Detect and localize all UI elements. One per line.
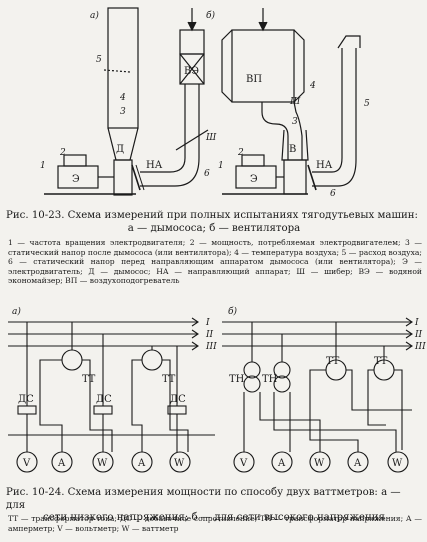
duct-a-outer [140, 84, 186, 173]
label-guide-vane-b: НА [316, 160, 333, 171]
tt-label-2: ТТ [162, 374, 176, 385]
label-motor-a: Э [72, 174, 80, 185]
wattmeter-a-1: W [97, 458, 108, 469]
tt-label-1: ТТ [82, 374, 96, 385]
label-1-b: 1 [218, 161, 224, 171]
label-6-a: 6 [204, 169, 210, 179]
label-4-a: 4 [119, 93, 126, 103]
motor-a-box [63, 154, 87, 167]
label-economizer: ВЭ [184, 66, 199, 77]
panel-b-diagram: ВП 4 5 Ш 3 2 1 Э В НА 6 [218, 8, 370, 199]
voltmeter-b: V [239, 458, 248, 469]
figure-10-23-legend: 1 — частота вращения электродвигателя; 2… [8, 238, 422, 286]
figure-10-24: а) I II III ТТ ТТ ДС ДС ДС [0, 300, 427, 485]
figure-10-23-caption-line-2: а — дымососа; б — вентилятора [127, 222, 301, 234]
wattmeter-a-2: W [174, 458, 185, 469]
duct-b-left [261, 102, 289, 160]
label-5-b: 5 [364, 99, 370, 109]
label-damper-a: Ш [205, 133, 217, 143]
figure-10-23: а) б) 5 4 3 2 1 Э [0, 0, 427, 210]
label-guide-vane-a: НА [146, 160, 163, 171]
ammeter-b-2: A [353, 458, 362, 469]
fan-body [283, 159, 307, 195]
ds-label-3: ДС [170, 394, 186, 405]
figure-10-24-caption: Рис. 10-24. Схема измерения мощности по … [6, 487, 422, 525]
label-air-heater: ВП [246, 74, 262, 85]
phase-3-a: III [205, 342, 217, 352]
wattmeter-b-2: W [392, 458, 403, 469]
label-motor-b: Э [250, 174, 258, 185]
fig2-panel-a-label: а) [12, 306, 21, 317]
panel-b-label: б) [206, 10, 215, 21]
label-2-b: 2 [237, 148, 244, 158]
air-heater [231, 29, 295, 103]
figure-10-24-legend: ТТ — трансформатор тока; ДС — добавочное… [8, 514, 422, 533]
label-exhauster: Д [116, 144, 124, 155]
panel-b-circuit: I II III ТН ТН ТТ ТТ V A W [222, 317, 426, 473]
label-2-a: 2 [59, 148, 66, 158]
figure-10-23-drawing: а) б) 5 4 3 2 1 Э [40, 7, 370, 199]
phase-3-b: III [414, 342, 426, 352]
ammeter-a-2: A [137, 458, 146, 469]
ammeter-a-1: A [57, 458, 66, 469]
wattmeter-b-1: W [314, 458, 325, 469]
chimney [107, 7, 139, 129]
intake-duct-inner [312, 48, 357, 187]
label-damper-b: Ш [289, 97, 301, 107]
tt-label-4: ТТ [374, 356, 388, 367]
duct-a-inner [140, 84, 200, 187]
label-6-b: 6 [330, 189, 336, 199]
ammeter-b-1: A [277, 458, 286, 469]
label-1-a: 1 [40, 161, 46, 171]
intake-duct-outer [312, 48, 343, 173]
duct-b-right [293, 101, 303, 160]
voltmeter-a: V [22, 458, 31, 469]
tt-label-3: ТТ [326, 356, 340, 367]
figure-10-24-caption-line-2: сети низкого напряжения; б — для сети вы… [43, 512, 385, 523]
th-label-1: ТН [229, 374, 245, 385]
phase-2-b: II [414, 330, 423, 340]
figure-10-24-caption-line-1: Рис. 10-24. Схема измерения мощности по … [6, 487, 401, 511]
panel-a-label: а) [90, 10, 99, 21]
label-5-a: 5 [96, 55, 102, 65]
figure-10-24-drawing: а) I II III ТТ ТТ ДС ДС ДС [8, 306, 426, 473]
panel-a-circuit: I II III ТТ ТТ ДС ДС ДС V A [8, 317, 217, 473]
panel-a-diagram: 5 4 3 2 1 Э Д НА ВЭ Ш 6 [40, 7, 217, 196]
ds-label-1: ДС [18, 394, 34, 405]
figure-10-23-caption-line-1: Рис. 10-23. Схема измерений при полных и… [6, 210, 418, 221]
exhauster-body [113, 159, 133, 196]
figure-10-23-caption: Рис. 10-23. Схема измерений при полных и… [6, 210, 422, 235]
phase-1-b: I [414, 318, 419, 328]
ds-label-2: ДС [96, 394, 112, 405]
label-4-b: 4 [309, 81, 316, 91]
label-3-b: 3 [292, 117, 298, 127]
fig2-panel-b-label: б) [228, 306, 237, 317]
label-fan: В [289, 144, 296, 155]
th-label-2: ТН [262, 374, 278, 385]
phase-1-a: I [205, 318, 210, 328]
phase-2-a: II [205, 330, 214, 340]
label-3-a: 3 [120, 107, 126, 117]
